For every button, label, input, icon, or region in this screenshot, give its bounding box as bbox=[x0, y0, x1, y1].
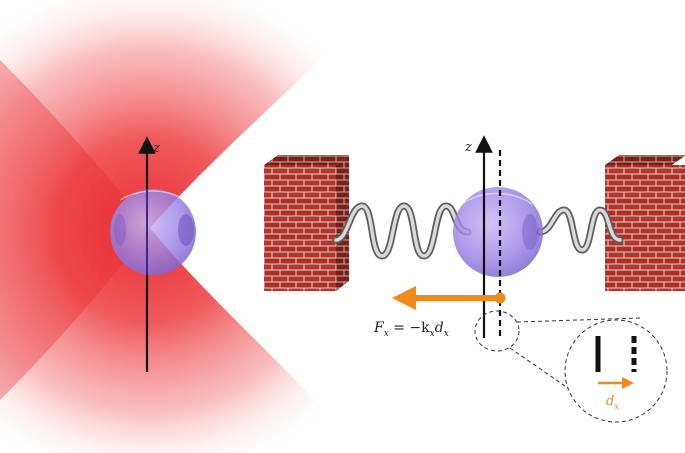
spring-left bbox=[332, 202, 472, 260]
zoom-inset: dx bbox=[564, 319, 668, 423]
spring-right bbox=[536, 206, 624, 254]
trapped-bead-right bbox=[453, 187, 543, 277]
z-axis-left-label: z bbox=[152, 141, 160, 156]
brick-wall-left bbox=[264, 155, 349, 291]
force-equation: Fx = −kxdx bbox=[373, 320, 449, 339]
brick-wall-right bbox=[605, 155, 685, 291]
z-axis-right-label: z bbox=[464, 140, 472, 155]
restoring-force-arrow bbox=[392, 286, 506, 310]
trapped-bead-left bbox=[110, 189, 196, 275]
zoom-source-circle bbox=[474, 310, 520, 352]
laser-beam bbox=[0, 0, 342, 453]
displacement-label: dx bbox=[606, 394, 619, 411]
